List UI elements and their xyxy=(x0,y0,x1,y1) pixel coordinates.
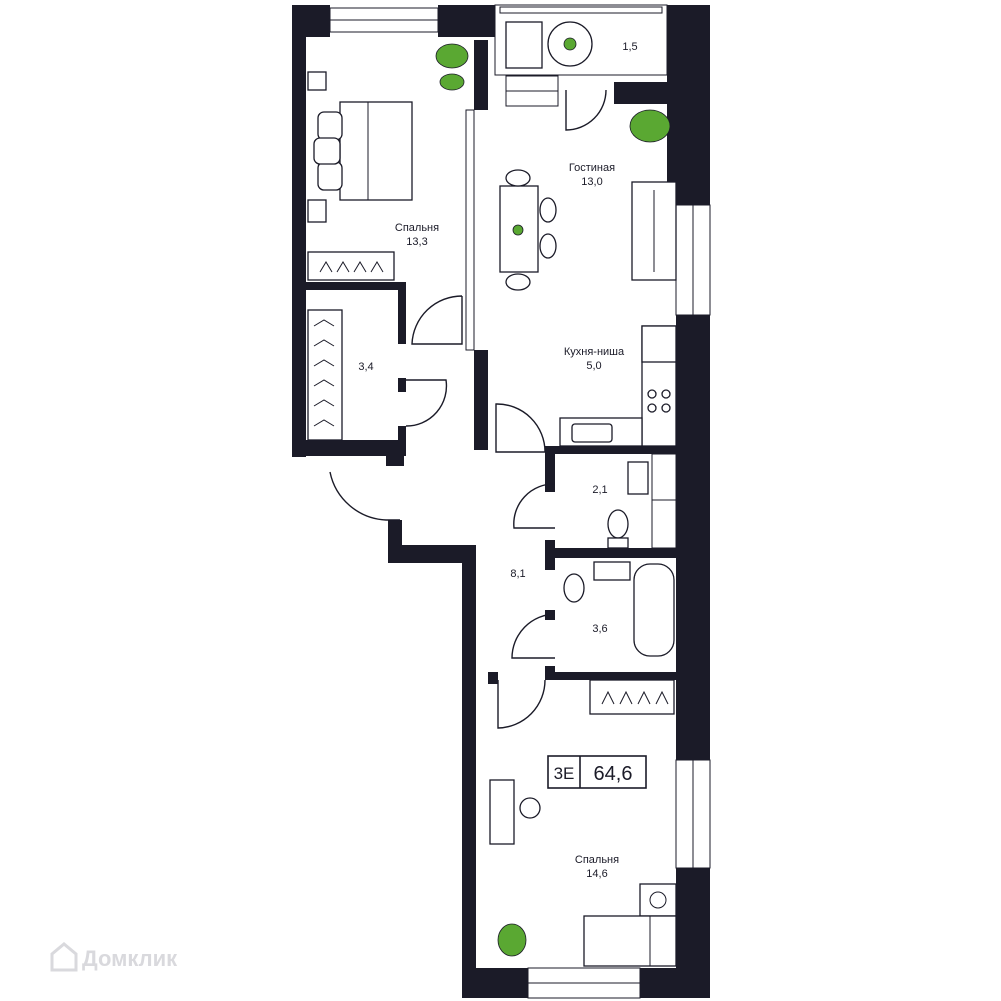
room-name-kitchen: Кухня-ниша xyxy=(564,346,625,358)
room-name-bedroom-bottom: Спальня xyxy=(575,854,619,866)
house-logo-icon xyxy=(50,942,78,972)
watermark: Домклик xyxy=(50,942,178,972)
bath-toilet xyxy=(563,573,585,603)
dining-chairs xyxy=(505,169,557,291)
sofa xyxy=(631,181,677,281)
room-area-wc: 2,1 xyxy=(592,484,607,496)
double-bed-top xyxy=(313,101,413,201)
plant-icon xyxy=(563,37,577,51)
room-area-closet: 3,4 xyxy=(358,361,373,373)
washing-machine xyxy=(639,883,677,917)
hangers-closet xyxy=(313,319,335,427)
watermark-text: Домклик xyxy=(82,946,178,971)
closet-rail xyxy=(307,309,343,441)
apartment-badge: 3Е 64,6 xyxy=(547,755,647,789)
wc-sink xyxy=(627,461,649,495)
wardrobe-bottom xyxy=(589,679,675,715)
room-area-balcony: 1,5 xyxy=(622,41,637,53)
room-name-living: Гостиная xyxy=(569,162,615,174)
hangers-top xyxy=(319,261,384,273)
balcony-chair xyxy=(505,21,543,69)
apartment-type: 3Е xyxy=(554,764,575,783)
room-area-bath: 3,6 xyxy=(592,623,607,635)
nightstand-top xyxy=(307,71,327,91)
plant-icon xyxy=(497,923,527,957)
room-name-bedroom-top: Спальня xyxy=(395,222,439,234)
wardrobe-top xyxy=(307,251,395,281)
hob xyxy=(647,389,671,413)
apartment-total-area: 64,6 xyxy=(594,763,633,785)
plant-icon xyxy=(512,224,524,236)
nightstand-bottom xyxy=(307,199,327,223)
wc-toilet xyxy=(607,509,629,539)
desk-chair xyxy=(519,797,541,819)
doors xyxy=(329,89,607,729)
plant-icon xyxy=(629,109,671,143)
plant-icon xyxy=(435,43,469,91)
bathtub xyxy=(633,563,675,657)
walls xyxy=(292,4,710,998)
room-area-bedroom-top: 13,3 xyxy=(406,236,427,248)
windows xyxy=(329,6,711,999)
desk xyxy=(489,779,515,845)
room-area-bedroom-bottom: 14,6 xyxy=(586,868,607,880)
fridge xyxy=(641,325,677,363)
room-area-kitchen: 5,0 xyxy=(586,360,601,372)
bath-sink xyxy=(593,561,631,581)
room-area-hall: 8,1 xyxy=(510,568,525,580)
single-bed xyxy=(583,915,677,967)
room-area-living: 13,0 xyxy=(581,176,602,188)
hangers-bottom xyxy=(601,690,669,705)
